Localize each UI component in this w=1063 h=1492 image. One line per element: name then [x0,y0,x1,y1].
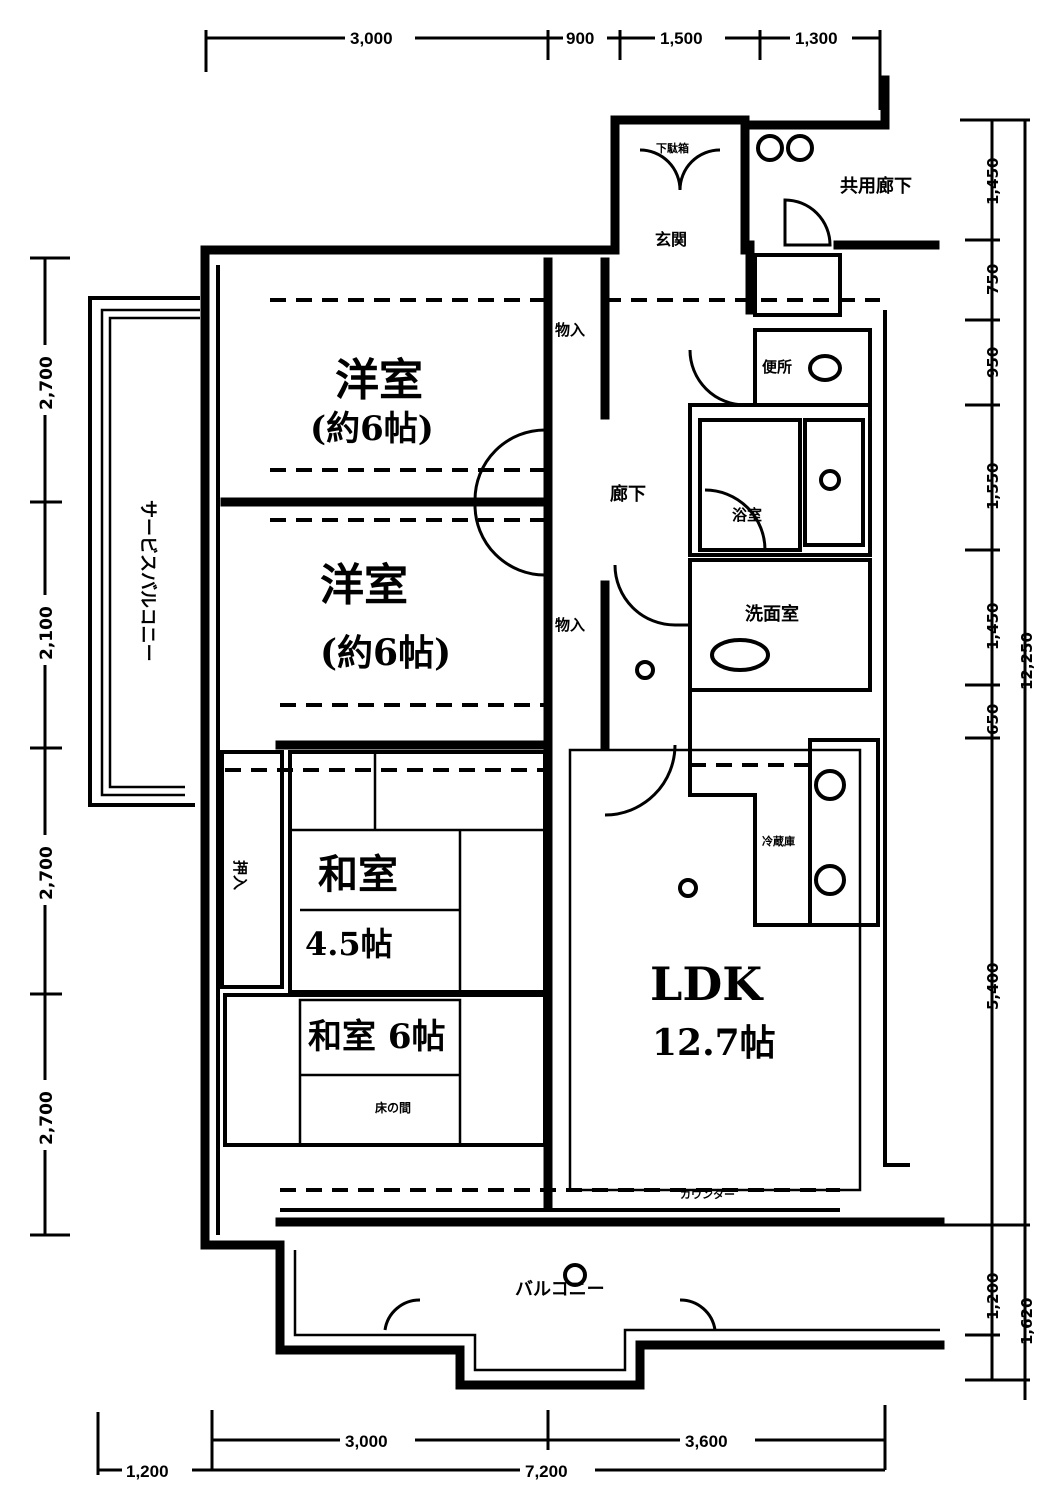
dim-top-3: 1,500 [660,29,703,48]
service-balcony-label: サービスバルコニー [137,500,158,662]
dim-right-total: 12,250 [1018,632,1036,690]
interior-walls [220,253,880,1210]
shoebox-label: 下駄箱 [656,141,689,155]
dim-right-1: 1,450 [984,158,1002,205]
corridor-label: 共用廊下 [840,175,912,197]
toilet-label: 便所 [762,358,792,376]
dim-top-4: 1,300 [795,29,838,48]
bottom-dimension-line [96,1405,887,1475]
dim-right-3: 950 [984,347,1002,378]
dim-left-2: 2,100 [37,606,57,660]
dim-top-1: 3,000 [350,29,393,48]
dim-right-6: 650 [984,704,1002,735]
dim-left-4: 2,700 [37,1091,57,1145]
refrigerator-label: 冷蔵庫 [762,834,795,848]
dim-right-8: 1,200 [984,1273,1002,1320]
japanese-room-1-size: 4.5帖 [305,925,393,963]
dim-right-4: 1,550 [984,463,1002,510]
bath-label: 浴室 [732,506,762,524]
japanese-room-1-name: 和室 [318,851,398,898]
top-dimension-line [204,30,882,110]
counter-label: カウンター [680,1188,735,1201]
closet-label: 押入 [231,860,249,890]
dim-right-5: 1,450 [984,603,1002,650]
tokonoma-label: 床の間 [375,1100,411,1115]
left-dimension-line [30,256,70,1237]
western-room-1-size: (約6帖) [310,409,434,449]
outer-walls [88,75,945,1390]
dim-left-3: 2,700 [37,846,57,900]
doors [383,148,832,1331]
hallway-label: 廊下 [610,483,646,505]
dim-right-7: 5,400 [984,963,1002,1010]
dim-top-2: 900 [566,29,594,48]
dim-bottom-3: 1,200 [126,1462,169,1481]
ldk-name: LDK [650,957,764,1011]
western-room-2-size: (約6帖) [320,632,451,674]
washroom-label: 洗面室 [745,603,799,625]
right-dimension-line [940,118,1030,1400]
dim-left-1: 2,700 [37,356,57,410]
dim-right-balcony: 1,620 [1018,1298,1036,1345]
dim-right-2: 750 [984,264,1002,295]
dim-bottom-2: 3,600 [685,1432,728,1451]
storage-2-label: 物入 [555,616,585,634]
storage-1-label: 物入 [555,321,585,339]
dim-bottom-1: 3,000 [345,1432,388,1451]
ldk-size: 12.7帖 [652,1022,776,1064]
fixtures [563,134,846,1287]
balcony-label: バルコニー [515,1279,605,1300]
japanese-room-2-name: 和室 6帖 [308,1017,446,1057]
western-room-1-name: 洋室 [335,355,423,406]
entrance-label: 玄関 [655,230,687,249]
western-room-2-name: 洋室 [320,560,408,611]
ceiling-lines [225,298,880,1192]
dim-bottom-4: 7,200 [525,1462,568,1481]
